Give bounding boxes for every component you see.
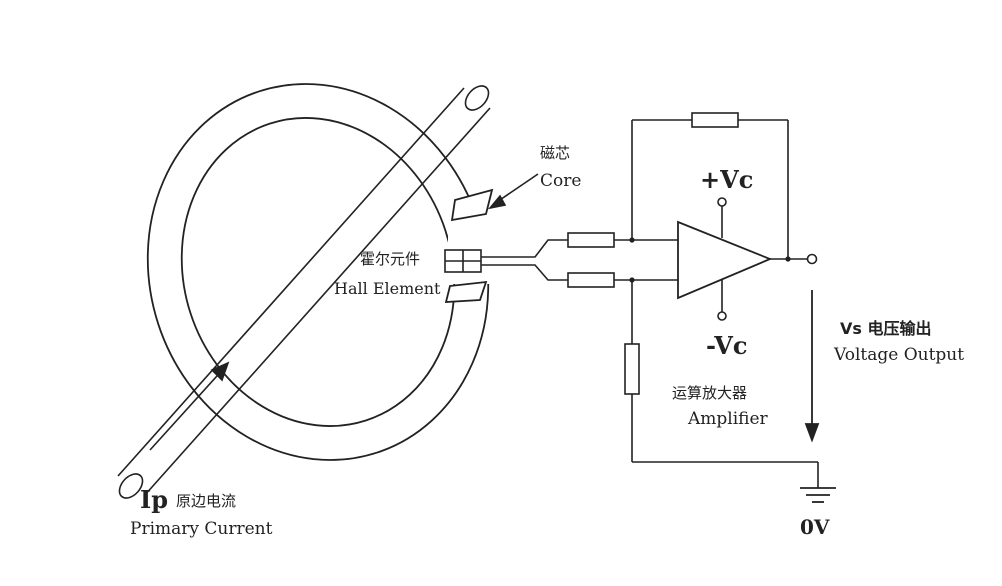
primary-symbol: Ip	[140, 485, 168, 514]
output-label-cn: Vs 电压输出	[840, 319, 931, 338]
core-leader	[487, 173, 539, 210]
primary-label-cn: 原边电流	[176, 492, 236, 510]
amp-label-cn: 运算放大器	[672, 384, 747, 402]
ground-label: 0V	[800, 515, 830, 539]
input-resistor-top	[567, 232, 615, 248]
vcc-pos-label: +Vc	[700, 165, 753, 194]
hall-element	[444, 249, 482, 273]
core-label-en: Core	[540, 171, 581, 191]
vcc-neg-label: -Vc	[706, 331, 747, 360]
output-arrow	[804, 290, 820, 443]
current-arrow	[149, 361, 230, 451]
core-label-cn: 磁芯	[540, 144, 570, 162]
ground-symbol	[800, 487, 836, 503]
output-label-en: Voltage Output	[833, 345, 964, 365]
terminals	[717, 197, 818, 321]
hall-label-cn: 霍尔元件	[360, 250, 420, 268]
feedback-resistor	[691, 112, 739, 128]
junction-dots	[629, 237, 791, 283]
primary-conductor	[117, 85, 491, 499]
bottom-resistor	[624, 343, 640, 395]
op-amp-triangle	[677, 220, 773, 300]
input-resistor-bottom	[567, 272, 615, 288]
amp-label-en: Amplifier	[687, 409, 769, 429]
hall-label-en: Hall Element	[334, 279, 441, 298]
magnetic-core	[146, 83, 490, 461]
primary-label-en: Primary Current	[130, 519, 273, 539]
core-gap-ends	[444, 188, 494, 303]
signal-wires	[481, 239, 568, 281]
